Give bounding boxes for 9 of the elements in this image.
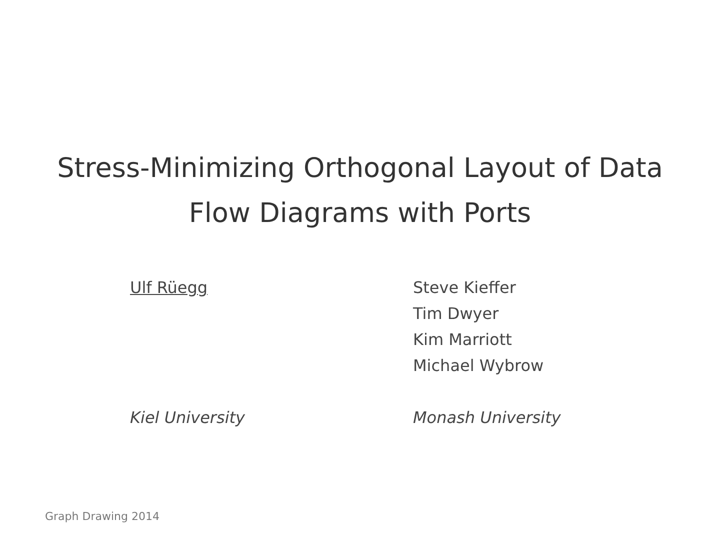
author-name: Michael Wybrow	[413, 356, 544, 375]
author-name: Steve Kieffer	[413, 278, 516, 297]
slide-title: Stress-Minimizing Orthogonal Layout of Data Flow Diagrams with Ports	[56, 152, 664, 231]
presenter-name: Ulf Rüegg	[130, 278, 208, 297]
author-name: Tim Dwyer	[413, 304, 499, 323]
footer-text: Graph Drawing 2014	[45, 510, 160, 523]
author-name: Kim Marriott	[413, 330, 512, 349]
affiliation-text: Kiel University	[130, 408, 246, 427]
affiliation-text: Monash University	[413, 408, 561, 427]
